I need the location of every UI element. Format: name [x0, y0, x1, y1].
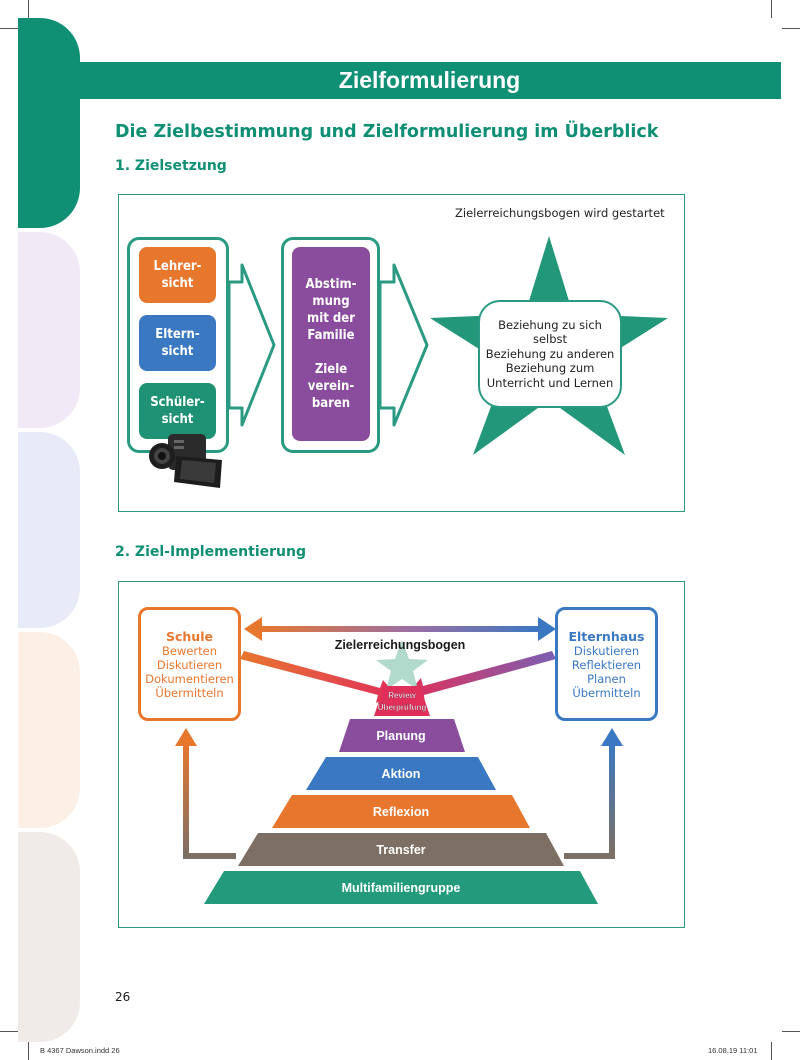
school-item: Übermitteln: [155, 686, 224, 700]
page-number: 26: [115, 990, 131, 1004]
section2-title: 2. Ziel-Implementierung: [115, 544, 306, 560]
arrow-right-head: [538, 617, 556, 641]
star-relationship-text: Beziehung zu sich selbst Beziehung zu an…: [478, 300, 622, 408]
arrow-left-head: [244, 617, 262, 641]
pyramid-label-reflexion: Reflexion: [373, 805, 429, 819]
crop-mark: [771, 1042, 772, 1060]
arrow-right-1: [227, 263, 276, 427]
pyramid-label-planung: Planung: [376, 729, 425, 743]
section2-graphics: Review Überprüfung Planung Aktion Reflex…: [175, 617, 623, 904]
crop-mark: [0, 28, 18, 29]
pyramid-label-review: Review: [388, 691, 416, 700]
home-title: Elternhaus: [568, 629, 645, 644]
pyramid-planung: [339, 719, 465, 752]
tile-agreement: Abstim- mung mit der Familie Ziele verei…: [292, 247, 370, 441]
school-item: Diskutieren: [156, 658, 223, 672]
crop-mark: [782, 28, 800, 29]
home-box: Elternhaus Diskutieren Reflektieren Plan…: [555, 607, 658, 721]
home-item: Diskutieren: [573, 644, 640, 658]
loop-arrow-right: [564, 742, 615, 859]
section1-frame: [118, 194, 685, 512]
pyramid-label-transfer: Transfer: [376, 843, 425, 857]
pyramid-label-multi: Multifamiliengruppe: [342, 881, 461, 895]
diag-arrow-right: [406, 651, 556, 703]
side-tab-lightblue: [18, 432, 80, 628]
pyramid-multi: [204, 871, 598, 904]
home-item: Planen: [587, 672, 626, 686]
crop-mark: [782, 1031, 800, 1032]
school-box: Schule Bewerten Diskutieren Dokumentiere…: [138, 607, 241, 721]
school-item: Bewerten: [161, 644, 218, 658]
diag-arrow-left: [240, 651, 396, 703]
pyramid-aktion: [306, 757, 496, 790]
loop-arrow-left: [183, 742, 236, 859]
tile-elternsicht: Eltern- sicht: [139, 315, 216, 371]
center-label-zielerreichungsbogen: Zielerreichungsbogen: [335, 638, 466, 652]
pyramid-reflexion: [272, 795, 530, 828]
section1-caption: Zielerreichungsbogen wird gestartet: [455, 206, 665, 220]
footer-right: 16.08.19 11:01: [708, 1046, 758, 1055]
side-tab-green: [18, 18, 80, 228]
tile-schuelersicht: Schüler- sicht: [139, 383, 216, 439]
side-tab-lavender: [18, 232, 80, 428]
home-item: Übermitteln: [572, 686, 641, 700]
video-camera-icon: [149, 434, 222, 488]
crop-mark: [0, 1031, 18, 1032]
section1-title: 1. Zielsetzung: [115, 158, 227, 174]
main-title: Die Zielbestimmung und Zielformulierung …: [115, 122, 659, 142]
crop-mark: [771, 0, 772, 18]
footer-left: B 4367 Dawson.indd 26: [40, 1046, 120, 1055]
pyramid-transfer: [238, 833, 564, 866]
school-title: Schule: [166, 629, 213, 644]
side-tab-grey: [18, 832, 80, 1042]
tile-lehrersicht: Lehrer- sicht: [139, 247, 216, 303]
crop-mark: [28, 1042, 29, 1060]
pyramid-label-aktion: Aktion: [382, 767, 421, 781]
page-header-title: Zielformulierung: [78, 62, 781, 99]
crop-mark: [28, 0, 29, 18]
pyramid-review: [374, 686, 430, 716]
school-item: Dokumentieren: [145, 672, 234, 686]
side-tab-peach: [18, 632, 80, 828]
small-star-icon: [376, 640, 428, 690]
arrow-right-2: [378, 263, 429, 427]
pyramid-label-ueberpruefung: Überprüfung: [378, 703, 427, 712]
home-item: Reflektieren: [571, 658, 642, 672]
section2-frame: [118, 581, 685, 928]
